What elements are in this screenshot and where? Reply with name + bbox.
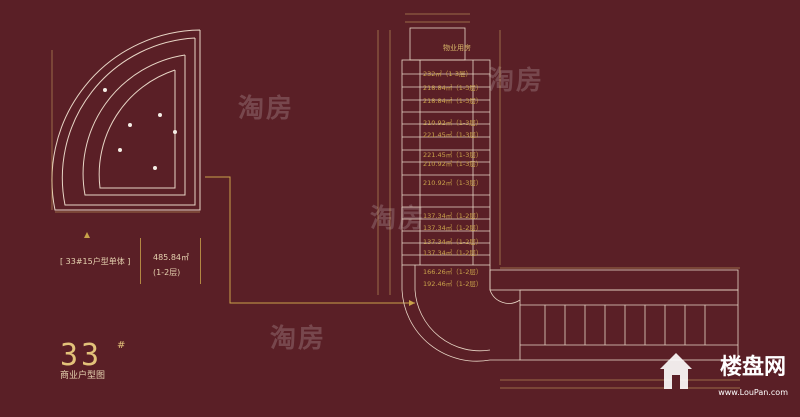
unit-label: 221.45㎡（1-3层） — [423, 151, 483, 159]
building-number-superscript: # — [117, 340, 126, 351]
room-tag: 物业用房 — [443, 44, 471, 52]
unit-label: 192.46㎡（1-2层） — [423, 280, 483, 288]
unit-label: 166.26㎡（1-2层） — [423, 268, 483, 276]
unit-label: 137.34㎡（1-2层） — [423, 212, 483, 220]
watermark: 淘房 — [270, 324, 327, 354]
building-caption: 商业户型图 — [60, 371, 106, 381]
summary-divider — [140, 238, 141, 284]
unit-label: 221.45㎡（1-3层） — [423, 131, 483, 139]
loupan-logo — [660, 353, 692, 389]
watermark: 淘房 — [488, 66, 545, 96]
unit-area: 485.84㎡ — [153, 253, 189, 262]
watermark: 淘房 — [238, 94, 295, 124]
unit-floors: (1-2层) — [153, 268, 181, 277]
unit-label: 210.92㎡（1-3层） — [423, 119, 483, 127]
unit-label: 210.92㎡（1-3层） — [423, 179, 483, 187]
loupan-logo-url: www.LouPan.com — [718, 388, 788, 397]
unit-label: 137.34㎡（1-2层） — [423, 224, 483, 232]
building-number: 33 — [60, 338, 103, 373]
unit-label: 232㎡（1-3层） — [423, 70, 473, 78]
summary-divider-right — [200, 238, 201, 284]
unit-label: 210.92㎡（1-3层） — [423, 160, 483, 168]
unit-label: 137.34㎡（1-2层） — [423, 249, 483, 257]
unit-drawing — [51, 29, 201, 213]
unit-label: 137.34㎡（1-2层） — [423, 238, 483, 246]
loupan-logo-text: 楼盘网 — [719, 355, 786, 380]
unit-label: 218.84㎡（1-3层） — [423, 97, 483, 105]
unit-summary-label: [ 33#15户型单体 ] — [60, 257, 131, 266]
unit-label: 218.84㎡（1-3层） — [423, 84, 483, 92]
